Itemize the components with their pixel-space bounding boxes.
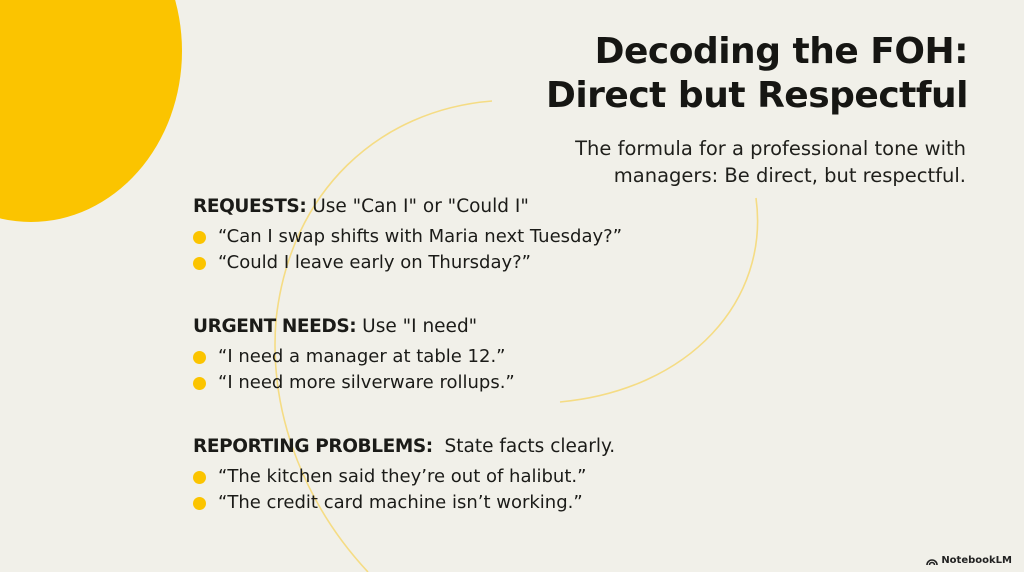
section-heading: REQUESTS: Use "Can I" or "Could I" bbox=[193, 194, 622, 220]
list-item-text: “The kitchen said they’re out of halibut… bbox=[218, 466, 587, 487]
subtitle-line-1: The formula for a professional tone with bbox=[575, 137, 966, 160]
notebooklm-branding: NotebookLM bbox=[926, 555, 1012, 566]
list-item-text: “I need a manager at table 12.” bbox=[218, 346, 506, 367]
slide-subtitle: The formula for a professional tone with… bbox=[575, 135, 966, 189]
title-line-2: Direct but Respectful bbox=[545, 75, 969, 116]
section-urgent-needs: URGENT NEEDS: Use "I need" “I need a man… bbox=[193, 314, 515, 396]
section-reporting-problems: REPORTING PROBLEMS: State facts clearly.… bbox=[193, 434, 615, 516]
list-item-text: “Could I leave early on Thursday?” bbox=[218, 252, 532, 273]
slide-title: Decoding the FOH: Direct but Respectful bbox=[545, 30, 969, 118]
bullet-dot-icon bbox=[193, 350, 206, 364]
section-label: REQUESTS: bbox=[193, 196, 307, 217]
notebooklm-logo-icon bbox=[926, 559, 939, 565]
subtitle-line-2: managers: Be direct, but respectful. bbox=[613, 164, 966, 187]
list-item: “Could I leave early on Thursday?” bbox=[193, 250, 622, 276]
bullet-dot-icon bbox=[193, 496, 206, 510]
section-label: URGENT NEEDS: bbox=[193, 316, 357, 337]
section-label: REPORTING PROBLEMS: bbox=[193, 436, 433, 457]
bullet-dot-icon bbox=[193, 470, 206, 484]
bullet-dot-icon bbox=[193, 230, 206, 244]
list-item-text: “Can I swap shifts with Maria next Tuesd… bbox=[218, 226, 623, 247]
decorative-yellow-circle bbox=[0, 0, 182, 222]
list-item-text: “The credit card machine isn’t working.” bbox=[218, 492, 583, 513]
section-requests: REQUESTS: Use "Can I" or "Could I" “Can … bbox=[193, 194, 622, 276]
list-item: “The credit card machine isn’t working.” bbox=[193, 490, 615, 516]
bullet-dot-icon bbox=[193, 256, 206, 270]
section-rule: State facts clearly. bbox=[432, 436, 616, 457]
section-rule: Use "Can I" or "Could I" bbox=[306, 196, 529, 217]
list-item: “The kitchen said they’re out of halibut… bbox=[193, 464, 615, 490]
brand-label: NotebookLM bbox=[941, 555, 1012, 566]
list-item: “I need a manager at table 12.” bbox=[193, 344, 515, 370]
section-heading: REPORTING PROBLEMS: State facts clearly. bbox=[193, 434, 615, 460]
bullet-dot-icon bbox=[193, 376, 206, 390]
list-item: “I need more silverware rollups.” bbox=[193, 370, 515, 396]
section-heading: URGENT NEEDS: Use "I need" bbox=[193, 314, 515, 340]
list-item: “Can I swap shifts with Maria next Tuesd… bbox=[193, 224, 622, 250]
section-rule: Use "I need" bbox=[356, 316, 478, 337]
list-item-text: “I need more silverware rollups.” bbox=[218, 372, 515, 393]
title-line-1: Decoding the FOH: bbox=[594, 31, 969, 72]
